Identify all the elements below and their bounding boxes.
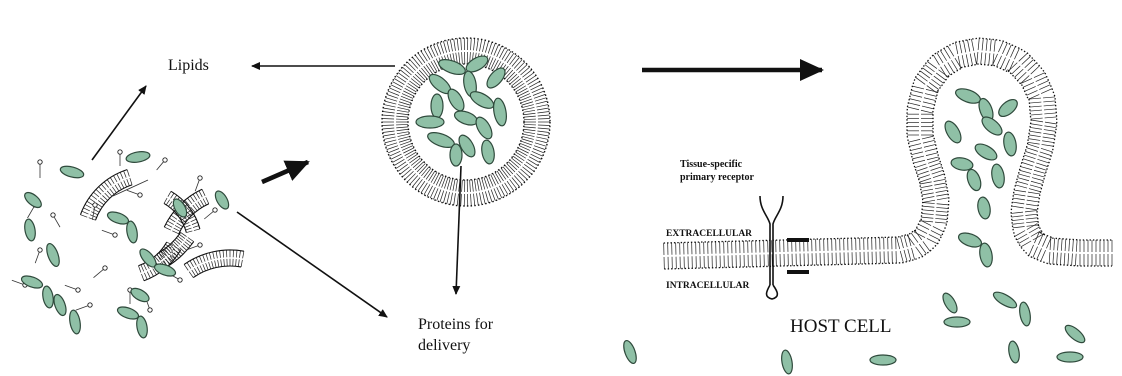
lipid-icon [118, 150, 122, 166]
protein-icon [957, 230, 984, 249]
protein-icon [492, 97, 509, 127]
protein-icon [1007, 340, 1021, 363]
label-extracellular: EXTRACELLULAR [666, 229, 752, 239]
protein-icon [171, 197, 190, 219]
label-proteins-line1: Proteins for [418, 316, 494, 333]
protein-icon [954, 86, 983, 106]
protein-icon [23, 218, 37, 241]
bilayer-fragment [157, 232, 194, 267]
label-proteins-line2: delivery [418, 337, 470, 354]
protein-icon [996, 96, 1021, 119]
protein-icon [153, 262, 177, 279]
protein-icon [20, 274, 44, 291]
protein-icon [1018, 301, 1032, 326]
label-lipids: Lipids [168, 57, 209, 74]
lipid-icon [127, 190, 142, 197]
label-host-cell: HOST CELL [790, 316, 892, 337]
lipid-icon [38, 160, 42, 178]
protein-icon [125, 150, 150, 164]
bilayer-fragment [184, 250, 244, 278]
protein-icon [431, 94, 443, 118]
lipid-icon [204, 208, 217, 219]
protein-icon [41, 285, 55, 308]
protein-icon [44, 242, 62, 268]
protein-icon [1063, 322, 1088, 345]
arrow-cluster-to-liposome [262, 162, 308, 182]
protein-icon [437, 57, 467, 78]
lipid-icon [76, 303, 92, 310]
protein-icon [978, 242, 994, 268]
protein-icon [135, 315, 149, 338]
arrow-cluster-to-lipids [92, 86, 146, 160]
protein-icon [129, 286, 151, 305]
protein-icon [780, 349, 794, 374]
label-intracellular: INTRACELLULAR [666, 281, 750, 291]
protein-icon [480, 139, 496, 165]
lipid-icon [65, 285, 80, 292]
protein-icon [22, 190, 44, 211]
protein-icon [870, 355, 896, 365]
lipid-icon [157, 158, 168, 170]
protein-icon [52, 293, 69, 317]
protein-icon [116, 305, 140, 322]
protein-icon [450, 144, 462, 166]
protein-icon [942, 119, 964, 146]
protein-icon [940, 291, 960, 315]
protein-icon [468, 88, 497, 111]
protein-icon [106, 210, 130, 227]
protein-icon [125, 220, 139, 243]
protein-icon [991, 289, 1019, 311]
lipid-icon [94, 266, 108, 278]
lipid-icon [35, 248, 42, 263]
protein-icon [1002, 131, 1018, 157]
protein-icon [59, 164, 85, 180]
protein-icon [621, 339, 639, 365]
protein-icon [416, 116, 444, 128]
protein-icon [1057, 352, 1083, 362]
disassembled-components [12, 150, 244, 339]
bilayer-fragment [80, 170, 132, 221]
liposome-vesicle [382, 38, 550, 206]
protein-icon [453, 108, 480, 127]
label-receptor-line1: Tissue-specific [680, 159, 743, 170]
protein-icon [976, 196, 992, 220]
lipid-icon [195, 176, 202, 191]
arrow-cluster-to-proteins [237, 212, 387, 317]
protein-icon [990, 163, 1006, 189]
protein-icon [973, 141, 1000, 163]
protein-icon [965, 168, 984, 193]
protein-icon [944, 317, 970, 327]
lipid-icon [102, 230, 117, 237]
protein-icon [68, 309, 82, 334]
lipid-icon [51, 213, 60, 227]
lipid-icon [187, 243, 202, 250]
label-receptor-line2: primary receptor [680, 172, 755, 183]
